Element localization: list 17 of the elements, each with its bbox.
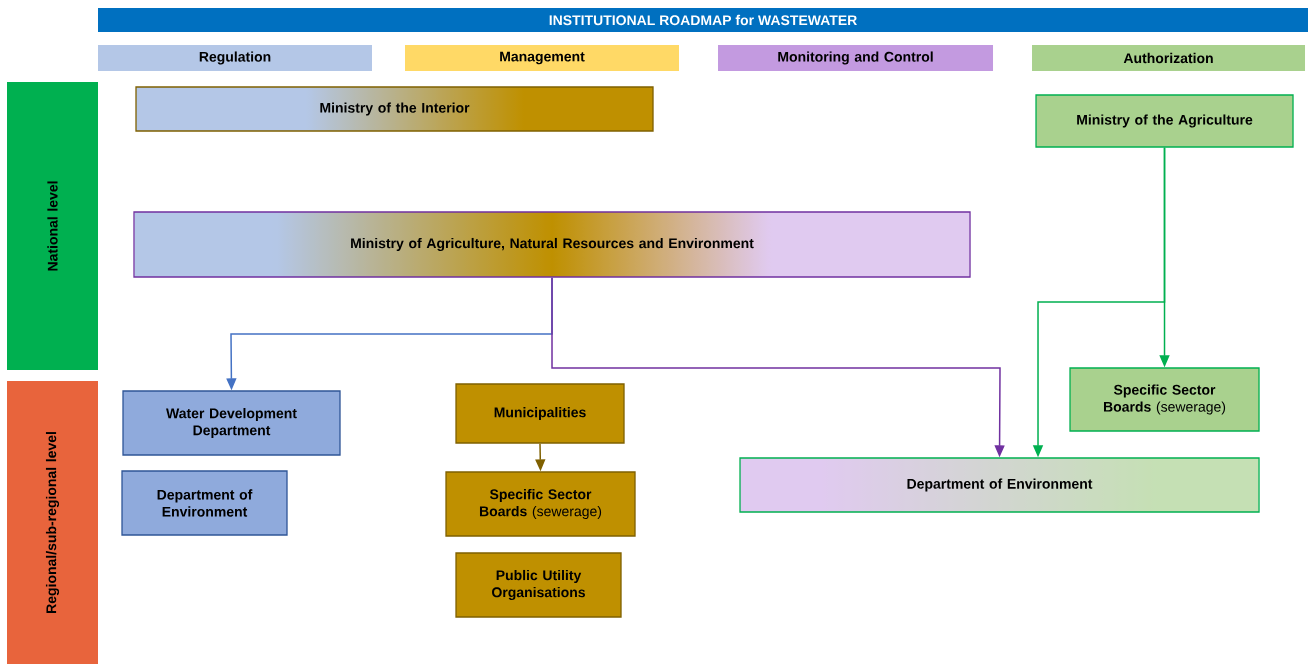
ministry-box: Ministry of the Interior: [135, 86, 654, 132]
row-band: Regional/sub-regional level: [7, 381, 98, 664]
department-box: Specific Sector Boards (sewerage): [1069, 367, 1260, 432]
title-banner: INSTITUTIONAL ROADMAP for WASTEWATER: [98, 8, 1308, 32]
department-box: Municipalities: [455, 383, 625, 444]
department-box: Public Utility Organisations: [455, 552, 622, 618]
column-header: Management: [405, 45, 679, 71]
ministry-box: Ministry of the Agriculture: [1035, 94, 1294, 148]
department-box: Department of Environment: [739, 457, 1260, 513]
row-band: National level: [7, 82, 98, 370]
column-header: Regulation: [98, 45, 372, 71]
column-header: Authorization: [1032, 45, 1305, 71]
department-box: Department of Environment: [121, 470, 288, 536]
department-box: Water Development Department: [122, 390, 341, 456]
department-box: Specific Sector Boards (sewerage): [445, 471, 636, 537]
ministry-box: Ministry of Agriculture, Natural Resources and Environment: [133, 211, 971, 278]
column-header: Monitoring and Control: [718, 45, 993, 71]
